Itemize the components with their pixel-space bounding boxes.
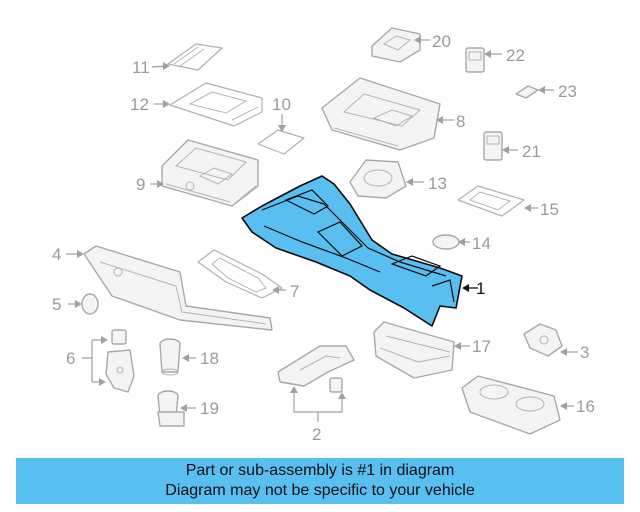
part-2-mounting-bracket [277, 345, 355, 393]
part-4-side-panel [83, 245, 273, 331]
banner-line-2: Diagram may not be specific to your vehi… [165, 482, 475, 499]
arrow-2b [338, 392, 346, 399]
arrow-6a [101, 336, 108, 344]
part-17-storage-box [373, 321, 455, 379]
part-9-tray-assembly [161, 139, 259, 207]
arrow-15 [524, 204, 531, 212]
part-18-socket [159, 338, 181, 376]
part-5-knob [81, 293, 99, 315]
arrow-13 [406, 178, 413, 186]
callout-20: 20 [432, 32, 451, 51]
part-22-switch [465, 47, 485, 73]
callout-16: 16 [576, 397, 595, 416]
callout-9: 9 [136, 175, 145, 194]
banner-line-1: Part or sub-assembly is #1 in diagram [185, 462, 455, 479]
part-8-upper-bezel [321, 77, 441, 151]
arrow-9 [157, 180, 164, 188]
part-6-bracket-set [105, 329, 135, 393]
arrow-6b [99, 378, 106, 386]
arrow-7 [272, 286, 279, 294]
part-11-pad [167, 43, 223, 71]
callout-11: 11 [132, 58, 150, 77]
arrow-2a [290, 386, 298, 393]
arrow-17 [454, 342, 461, 350]
arrow-19 [180, 404, 187, 412]
part-10-insert [257, 129, 305, 155]
callout-1: 1 [476, 279, 485, 298]
callout-13: 13 [428, 174, 447, 193]
info-banner: Part or sub-assembly is #1 in diagram Di… [16, 458, 624, 504]
leader-2 [293, 390, 343, 422]
arrow-3 [560, 348, 567, 356]
callout-4: 4 [52, 245, 61, 264]
part-12-trim-plate [169, 82, 263, 127]
callout-14: 14 [472, 234, 491, 253]
callout-5: 5 [52, 295, 61, 314]
arrow-21 [502, 146, 509, 154]
arrow-16 [560, 402, 567, 410]
part-1-center-console-highlighted [241, 175, 463, 327]
arrow-5 [75, 300, 82, 308]
part-19-socket-bracket [157, 390, 185, 427]
callout-8: 8 [456, 112, 465, 131]
arrow-14 [458, 238, 465, 246]
part-3-bracket [523, 323, 563, 357]
part-16-cup-holder [461, 375, 561, 435]
arrow-18 [182, 354, 189, 362]
part-7-frame [197, 249, 283, 299]
callout-18: 18 [200, 349, 219, 368]
callout-12: 12 [130, 95, 149, 114]
part-23-clip [515, 85, 539, 99]
callout-6: 6 [66, 349, 75, 368]
part-20-shifter-bezel [371, 27, 421, 63]
arrow-4 [77, 250, 84, 258]
arrow-12 [163, 100, 170, 108]
callout-2: 2 [312, 425, 321, 444]
callout-22: 22 [506, 46, 525, 65]
callout-10: 10 [272, 95, 291, 114]
arrow-23 [538, 86, 545, 94]
leader-6 [82, 339, 104, 383]
part-13-boot [349, 159, 407, 199]
callout-3: 3 [580, 343, 589, 362]
callout-7: 7 [290, 282, 299, 301]
arrow-8 [436, 116, 443, 124]
callout-15: 15 [540, 200, 559, 219]
arrow-22 [484, 50, 491, 58]
callout-17: 17 [472, 337, 491, 356]
arrow-20 [414, 36, 421, 44]
arrow-11 [163, 62, 170, 70]
callout-23: 23 [558, 82, 577, 101]
callout-21: 21 [522, 142, 541, 161]
part-15-tray-mat [457, 185, 525, 217]
arrow-1 [462, 284, 469, 292]
callout-19: 19 [200, 399, 219, 418]
part-14-cap [432, 234, 460, 250]
arrow-10 [278, 125, 286, 132]
part-21-block [483, 131, 503, 161]
